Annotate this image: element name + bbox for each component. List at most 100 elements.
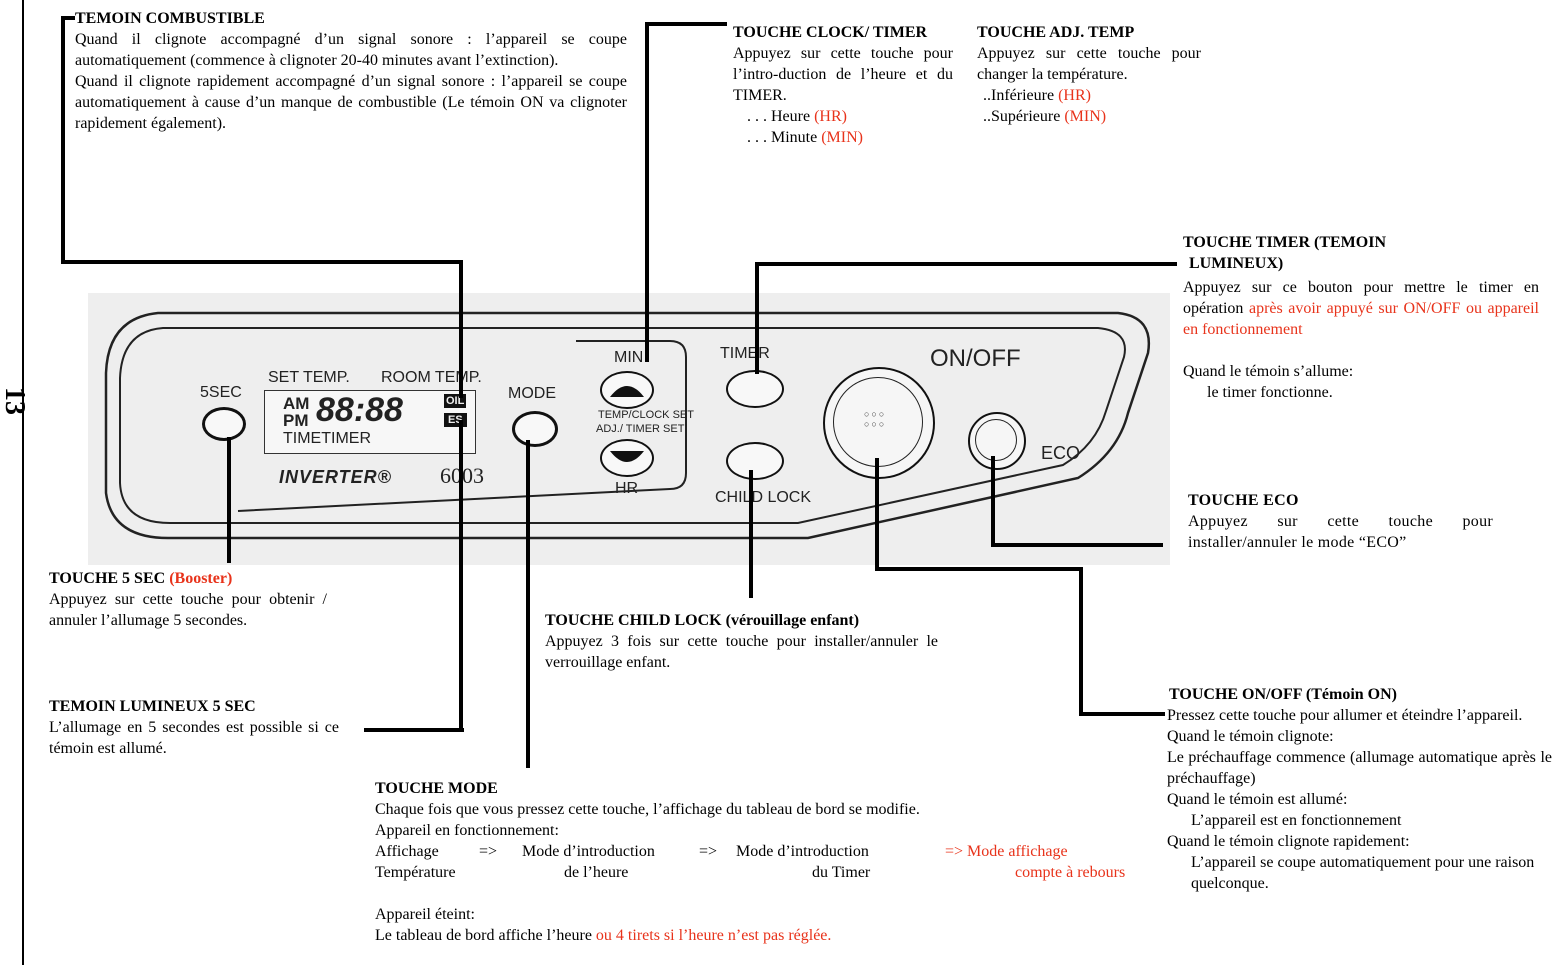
leader-5sec-v	[227, 437, 231, 563]
panel-temp-clock-set: TEMP/CLOCK SET	[598, 409, 694, 421]
touche-mode-flow-row2: Température de l’heure du Timer compte à…	[375, 864, 1126, 881]
panel-timetimer: TIMETIMER	[283, 430, 371, 447]
arrow-down-icon	[610, 451, 644, 462]
panel-hr-label: HR	[615, 480, 639, 497]
touche-adj-body: Appuyez sur cette touche pour changer la…	[977, 45, 1201, 83]
temoin-5sec-block: TEMOIN LUMINEUX 5 SEC L’allumage en 5 se…	[49, 696, 339, 759]
touche-onoff-body: Pressez cette touche pour allumer et éte…	[1167, 707, 1523, 724]
panel-onoff-button[interactable]: ○○○○○○	[823, 367, 935, 479]
panel-set-temp: SET TEMP.	[268, 369, 350, 386]
touche-child-title: TOUCHE CHILD LOCK (vérouillage enfant)	[545, 612, 860, 629]
leader-onoff-v2	[1079, 567, 1083, 715]
temoin-combustible-title: TEMOIN COMBUSTIBLE	[75, 10, 265, 27]
leader-eco-h	[991, 543, 1163, 547]
touche-mode-off: Appareil éteint:	[375, 906, 475, 923]
touche-eco-block: TOUCHE ECO Appuyez sur cette touche pour…	[1188, 490, 1493, 553]
touche-onoff-l2: Le préchauffage commence (allumage autom…	[1167, 749, 1552, 787]
panel-mode-button[interactable]	[512, 411, 558, 447]
panel-eco-button[interactable]	[968, 412, 1026, 470]
panel-child-lock-label: CHILD LOCK	[715, 489, 812, 506]
touche-child-body: Appuyez 3 fois sur cette touche pour ins…	[545, 633, 938, 671]
leader-temoin5-h	[364, 728, 464, 732]
touche-mode-body: Chaque fois que vous pressez cette touch…	[375, 801, 920, 818]
panel-es: ES	[444, 413, 467, 427]
leader-mode-v	[526, 440, 530, 768]
panel-eco-inner	[975, 419, 1017, 461]
touche-5sec-title: TOUCHE 5 SEC (Booster)	[49, 570, 233, 587]
temoin-5sec-body: L’allumage en 5 secondes est possible si…	[49, 719, 339, 757]
leader-onoff-v1	[875, 458, 879, 570]
arrow-up-icon	[610, 386, 644, 397]
touche-onoff-l6: L’appareil se coupe automatiquement pour…	[1191, 854, 1535, 892]
touche-onoff-l1: Quand le témoin clignote:	[1167, 728, 1334, 745]
leader-timer-v	[755, 262, 759, 374]
leader-combustible-v2	[459, 260, 463, 398]
leader-temoin5-v	[459, 420, 463, 732]
temoin-combustible-p2: Quand il clignote rapidement accompagné …	[75, 73, 627, 132]
panel-display	[264, 390, 476, 454]
panel-adj-timer-set: ADJ./ TIMER SET	[596, 423, 685, 435]
touche-eco-body: Appuyez sur cette touche pour installer/…	[1188, 513, 1493, 551]
touche-timer-block: TOUCHE TIMER (TEMOIN LUMINEUX) Appuyez s…	[1183, 232, 1539, 403]
touche-timer-body: Appuyez sur ce bouton pour mettre le tim…	[1183, 279, 1540, 338]
touche-mode-title: TOUCHE MODE	[375, 780, 498, 797]
panel-brand: INVERTER®	[279, 467, 392, 487]
leader-eco-v	[991, 456, 995, 546]
touche-mode-block: TOUCHE MODE Chaque fois que vous pressez…	[375, 778, 1155, 946]
touche-timer-note-1: Quand le témoin s’allume:	[1183, 363, 1354, 380]
leader-clock-h	[645, 22, 727, 26]
panel-5sec-label: 5SEC	[200, 384, 242, 401]
touche-mode-off-body: Le tableau de bord affiche l’heure ou 4 …	[375, 927, 832, 944]
panel-min-label: MIN	[614, 349, 644, 366]
touche-clock-body: Appuyez sur cette touche pour l’intro-du…	[733, 45, 953, 104]
temoin-combustible-block: TEMOIN COMBUSTIBLE Quand il clignote acc…	[75, 8, 627, 134]
touche-5sec-block: TOUCHE 5 SEC (Booster) Appuyez sur cette…	[49, 568, 327, 631]
leader-onoff-h1	[875, 567, 1083, 571]
touche-timer-title-1: TOUCHE TIMER (TEMOIN	[1183, 234, 1386, 251]
touche-clock-item2: . . . Minute (MIN)	[747, 129, 863, 146]
touche-clock-title: TOUCHE CLOCK/ TIMER	[733, 24, 928, 41]
panel-5sec-button[interactable]	[202, 407, 246, 441]
page-number: 13	[0, 387, 30, 415]
panel-pm: PM	[283, 411, 309, 430]
leader-timer-h	[755, 262, 1177, 266]
touche-mode-running: Appareil en fonctionnement:	[375, 822, 559, 839]
leader-combustible-h2	[61, 260, 462, 264]
touche-onoff-l4: L’appareil est en fonctionnement	[1191, 812, 1402, 829]
touche-adj-item1: ..Inférieure (HR)	[983, 87, 1091, 104]
touche-adj-block: TOUCHE ADJ. TEMP Appuyez sur cette touch…	[977, 22, 1201, 127]
touche-5sec-body: Appuyez sur cette touche pour obtenir / …	[49, 591, 327, 629]
touche-onoff-l3: Quand le témoin est allumé:	[1167, 791, 1348, 808]
panel-am: AM	[283, 394, 310, 413]
touche-timer-title-2: LUMINEUX)	[1189, 255, 1284, 272]
touche-timer-note-2: le timer fonctionne.	[1207, 384, 1333, 401]
touche-clock-item1: . . . Heure (HR)	[747, 108, 847, 125]
leader-child-v	[749, 470, 753, 598]
panel-room-temp: ROOM TEMP.	[381, 369, 482, 386]
panel-min-button[interactable]	[600, 371, 654, 409]
panel-mode-label: MODE	[508, 385, 556, 402]
touche-adj-item2: ..Supérieure (MIN)	[983, 108, 1107, 125]
touche-adj-title: TOUCHE ADJ. TEMP	[977, 24, 1135, 41]
leader-onoff-h2	[1079, 712, 1165, 716]
touche-child-block: TOUCHE CHILD LOCK (vérouillage enfant) A…	[545, 610, 938, 673]
margin-rule	[22, 0, 24, 965]
control-panel: 5SEC SET TEMP. ROOM TEMP. AM PM 88:88 OI…	[88, 293, 1170, 565]
temoin-combustible-p1: Quand il clignote accompagné d’un signal…	[75, 31, 627, 69]
leader-combustible-h1	[61, 16, 75, 20]
touche-onoff-l5: Quand le témoin clignote rapidement:	[1167, 833, 1410, 850]
panel-child-lock-button[interactable]	[726, 442, 784, 480]
leader-clock-v	[645, 22, 649, 362]
touche-onoff-block: TOUCHE ON/OFF (Témoin ON) Pressez cette …	[1167, 684, 1552, 894]
indicator-dots-icon: ○○○○○○	[864, 409, 887, 429]
leader-combustible-v1	[61, 18, 65, 263]
touche-clock-block: TOUCHE CLOCK/ TIMER Appuyez sur cette to…	[733, 22, 953, 148]
panel-onoff-label: ON/OFF	[930, 345, 1021, 372]
panel-eco-label: ECO	[1041, 443, 1081, 463]
panel-timer-button[interactable]	[726, 370, 784, 408]
panel-digits: 88:88	[316, 391, 403, 429]
touche-onoff-title: TOUCHE ON/OFF (Témoin ON)	[1169, 686, 1397, 703]
panel-hr-button[interactable]	[600, 439, 654, 477]
panel-outline	[104, 311, 1151, 540]
panel-timer-label: TIMER	[720, 345, 770, 362]
